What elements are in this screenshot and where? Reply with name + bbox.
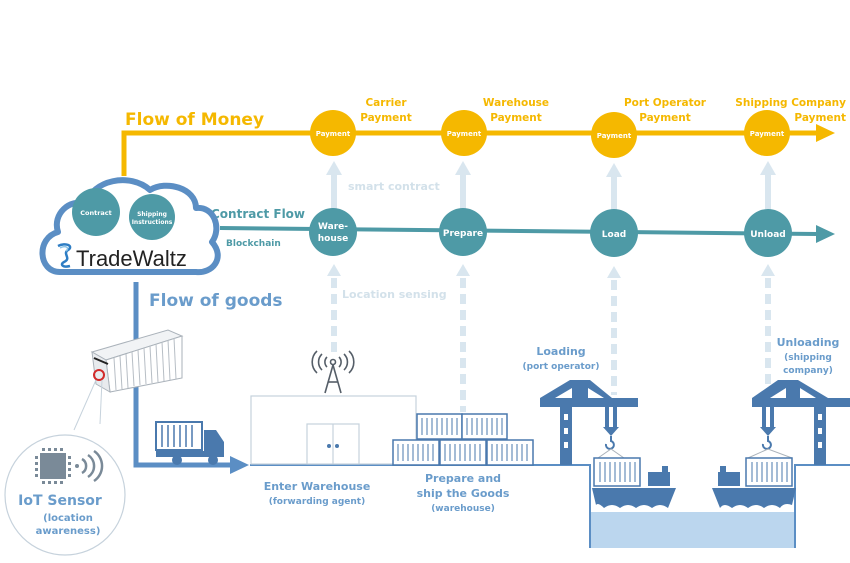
smart-contract-arrow <box>455 161 471 209</box>
blockchain-label: Blockchain <box>226 239 281 249</box>
iot-sensor-line3: awareness) <box>36 526 101 537</box>
unloading-crane-icon <box>752 380 850 465</box>
stage-loading-line2: (port operator) <box>523 362 600 372</box>
container-stack-icon <box>392 413 534 466</box>
payment-node-label: Payment <box>750 130 785 138</box>
payment-node-label: Payment <box>447 130 482 138</box>
stage-unloading-line1: Unloading <box>777 336 840 349</box>
shipping-instructions-line2: Instructions <box>132 219 173 226</box>
contract-node-label: Unload <box>750 230 786 240</box>
location-sensing-arrow <box>607 266 621 395</box>
stage-prepare-line2: ship the Goods <box>417 487 510 500</box>
antenna-icon <box>311 350 355 394</box>
money-flow-title: Flow of Money <box>125 110 264 130</box>
smart-contract-arrows <box>326 161 776 211</box>
ship-right-icon <box>712 448 796 508</box>
carrier-payment-line1: Carrier <box>365 97 407 109</box>
port-operator-payment-line2: Payment <box>639 112 691 124</box>
smart-contract-arrow <box>606 163 622 211</box>
iot-sensor-callout: IoT Sensor (location awareness) <box>4 434 126 556</box>
callout-lines <box>73 379 103 431</box>
stage-prepare-line3: (warehouse) <box>431 504 495 514</box>
tradewaltz-brand: TradeWaltz <box>76 246 187 271</box>
stage-unloading-line3: company) <box>783 366 833 376</box>
shipping-instructions-circle <box>129 194 175 240</box>
tradewaltz-logo-icon <box>57 243 72 268</box>
payment-node-warehouse: Payment <box>441 110 487 156</box>
carrier-payment-line2: Payment <box>360 112 412 124</box>
contract-node-warehouse: Ware- house <box>309 208 357 256</box>
container-stack-ribs <box>397 418 528 461</box>
location-sensing-arrow <box>327 264 341 355</box>
iot-sensor-line2: (location <box>43 513 93 524</box>
contract-node-label: Load <box>602 230 626 240</box>
contract-node-label: Ware- <box>318 222 348 232</box>
contract-node-unload: Unload <box>744 209 792 257</box>
warehouse-payment-line1: Warehouse <box>483 97 549 109</box>
contract-node-prepare: Prepare <box>439 208 487 256</box>
stage-unloading-line2: (shipping <box>784 353 832 363</box>
ground-line <box>250 464 850 548</box>
shipping-instructions-line1: Shipping <box>137 211 167 218</box>
smart-contract-arrow <box>760 161 776 209</box>
stage-loading-line1: Loading <box>536 345 585 358</box>
signal-waves-icon <box>75 449 104 483</box>
smart-contract-arrow <box>326 161 342 209</box>
payment-node-label: Payment <box>597 132 632 140</box>
contract-flow-title: Contract Flow <box>211 207 305 221</box>
shipping-company-payment-line2: Payment <box>794 112 846 124</box>
location-sensing-arrow <box>761 264 775 395</box>
contract-circle-label: Contract <box>80 209 112 217</box>
tradewaltz-cloud: Contract Shipping Instructions TradeWalt… <box>39 177 221 276</box>
contract-node-load: Load <box>590 209 638 257</box>
payment-node-port-operator: Payment <box>591 112 637 158</box>
payment-node-label: Payment <box>316 130 351 138</box>
port-operator-payment-line1: Port Operator <box>624 97 707 109</box>
water <box>591 512 794 548</box>
smart-contract-label: smart contract <box>348 180 440 193</box>
chip-icon <box>35 448 71 484</box>
location-sensing-label: Location sensing <box>342 288 447 301</box>
warehouse-icon <box>250 395 417 465</box>
location-sensing-arrows <box>327 264 775 412</box>
contract-node-label: house <box>318 234 348 244</box>
stage-prepare-line1: Prepare and <box>425 472 501 485</box>
contract-node-label: Prepare <box>443 229 483 239</box>
location-sensing-arrow <box>456 264 470 412</box>
truck-icon <box>155 421 224 465</box>
loading-crane-icon <box>540 380 638 465</box>
stage-enter-warehouse-line1: Enter Warehouse <box>264 480 371 493</box>
shipping-company-payment-line1: Shipping Company <box>735 97 846 109</box>
ship-left-icon <box>592 448 676 508</box>
sensor-marker-icon <box>93 369 105 381</box>
warehouse-payment-line2: Payment <box>490 112 542 124</box>
payment-node-carrier: Payment <box>310 110 356 156</box>
money-flow-line <box>121 124 835 176</box>
payment-node-shipping-company: Payment <box>744 110 790 156</box>
iot-sensor-title: IoT Sensor <box>18 493 102 509</box>
shipping-container-icon <box>90 329 184 393</box>
goods-flow-title: Flow of goods <box>149 291 283 311</box>
contract-circle <box>72 188 120 236</box>
stage-enter-warehouse-line2: (forwarding agent) <box>269 497 365 507</box>
